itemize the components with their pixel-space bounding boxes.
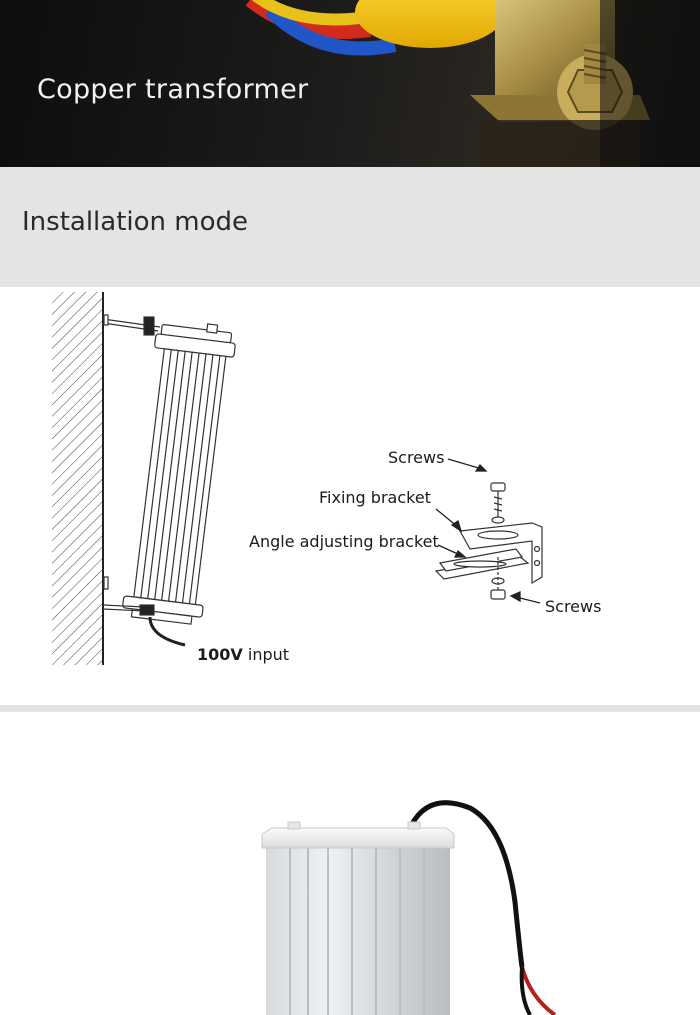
label-screws-bottom: Screws [545,597,602,616]
section-divider [0,705,700,712]
label-angle-adjusting-bracket: Angle adjusting bracket [249,532,439,551]
installation-drawing [52,292,543,665]
label-arrows [435,458,541,604]
column-speaker-photo [261,800,557,1015]
input-voltage: 100V [197,645,243,664]
transformer-photo [245,0,700,167]
label-input: 100V input [197,645,289,664]
top-mount-screw [102,314,161,336]
label-screws-top: Screws [388,448,445,467]
banner-caption: Copper transformer [37,74,309,105]
column-speaker-drawing [122,323,236,625]
section-title: Installation mode [22,207,249,237]
speaker-product-photo [0,712,700,1015]
input-cable [148,616,186,647]
installation-diagram: Screws Fixing bracket Angle adjusting br… [0,287,700,705]
input-suffix: input [247,645,290,664]
bracket-assembly [434,482,543,600]
copper-transformer-banner: Copper transformer [0,0,700,167]
installation-mode-header: Installation mode [0,167,700,287]
wall-hatching [52,292,104,665]
bottom-mount-bracket [102,576,155,616]
label-fixing-bracket: Fixing bracket [319,488,431,507]
